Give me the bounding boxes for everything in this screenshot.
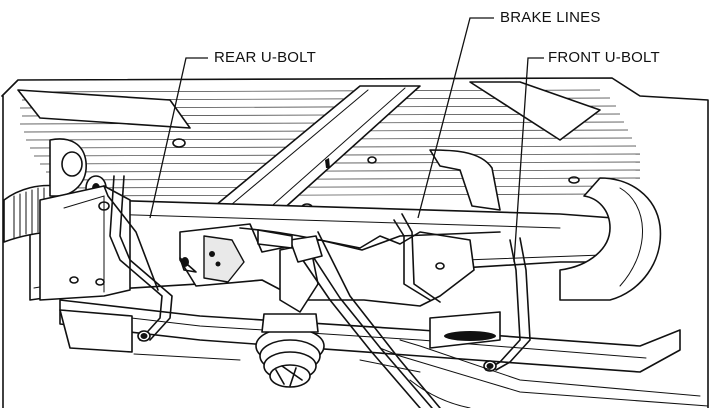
brake-lines [239, 227, 501, 408]
right-spring-eye-bracket [559, 177, 662, 301]
callout-rear-u-bolt: REAR U-BOLT [214, 49, 316, 66]
rear-u-bolt [103, 175, 173, 342]
brake-lines-leader [417, 17, 494, 219]
cross-member-right [469, 81, 601, 141]
round-bumper [255, 313, 325, 388]
brake-line-fitting [289, 235, 323, 263]
drawing-frame [1, 77, 709, 408]
bolt-hole [435, 262, 445, 270]
right-hanger-bracket [429, 149, 501, 211]
center-diagonal-beam [209, 85, 421, 213]
floor-hole [172, 138, 186, 148]
lower-bracket-left [59, 309, 133, 353]
left-frame-bracket [39, 185, 131, 301]
callout-front-u-bolt: FRONT U-BOLT [548, 49, 660, 66]
floor-hole [568, 176, 580, 184]
front-u-bolt-leader [513, 57, 544, 263]
rear-u-bolt-leader [149, 57, 208, 219]
floor-hole [367, 156, 377, 164]
callout-leaders [149, 17, 544, 263]
brake-line-clip [257, 229, 293, 249]
cross-member-left [17, 89, 191, 129]
hanger-cutout [203, 235, 245, 283]
callout-brake-lines: BRAKE LINES [500, 9, 601, 26]
